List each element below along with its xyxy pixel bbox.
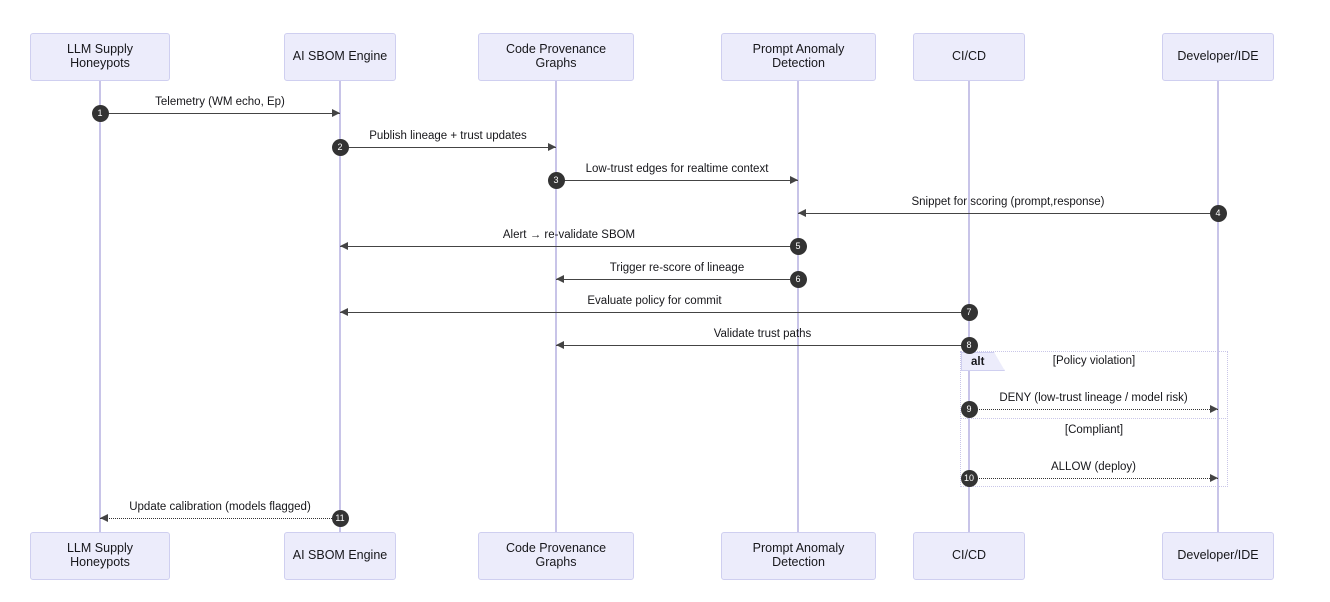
message-arrowhead-4: [798, 209, 806, 217]
lifeline-sbom: [339, 81, 341, 532]
message-label-5: Alert → re-validate SBOM: [502, 229, 636, 241]
message-line-4: [798, 213, 1218, 214]
message-arrowhead-6: [556, 275, 564, 283]
message-line-7: [340, 312, 969, 313]
participant-anomaly-bottom[interactable]: Prompt Anomaly Detection: [721, 532, 876, 580]
message-label-1: Telemetry (WM echo, Ep): [155, 96, 285, 108]
participant-cicd-top[interactable]: CI/CD: [913, 33, 1025, 81]
message-arrowhead-8: [556, 341, 564, 349]
message-line-8: [556, 345, 969, 346]
message-label-3: Low-trust edges for realtime context: [585, 163, 769, 175]
alt-condition-1: [Compliant]: [1064, 424, 1124, 436]
sequence-number-6: 6: [789, 271, 807, 288]
participant-developer-bottom[interactable]: Developer/IDE: [1162, 532, 1274, 580]
participant-provenance-top[interactable]: Code Provenance Graphs: [478, 33, 634, 81]
alt-fragment: [960, 351, 1228, 487]
message-line-3: [556, 180, 798, 181]
message-line-2: [340, 147, 556, 148]
message-line-9: [969, 409, 1218, 410]
message-label-7: Evaluate policy for commit: [587, 295, 722, 307]
message-arrowhead-5: [340, 242, 348, 250]
message-arrowhead-11: [100, 514, 108, 522]
sequence-number-1: 1: [91, 105, 109, 122]
participant-honeypots-top[interactable]: LLM Supply Honeypots: [30, 33, 170, 81]
message-arrowhead-1: [332, 109, 340, 117]
sequence-number-8: 8: [960, 337, 978, 354]
alt-branch-divider: [960, 418, 1228, 419]
sequence-number-7: 7: [960, 304, 978, 321]
message-label-2: Publish lineage + trust updates: [369, 130, 527, 142]
participant-developer-top[interactable]: Developer/IDE: [1162, 33, 1274, 81]
message-line-6: [556, 279, 798, 280]
message-arrowhead-10: [1210, 474, 1218, 482]
message-arrowhead-2: [548, 143, 556, 151]
participant-cicd-bottom[interactable]: CI/CD: [913, 532, 1025, 580]
message-label-11: Update calibration (models flagged): [129, 501, 311, 513]
message-label-6: Trigger re-score of lineage: [609, 262, 745, 274]
sequence-number-4: 4: [1209, 205, 1227, 222]
message-line-5: [340, 246, 798, 247]
message-line-1: [100, 113, 340, 114]
sequence-number-9: 9: [960, 401, 978, 418]
message-label-9: DENY (low-trust lineage / model risk): [999, 392, 1188, 404]
participant-provenance-bottom[interactable]: Code Provenance Graphs: [478, 532, 634, 580]
participant-sbom-bottom[interactable]: AI SBOM Engine: [284, 532, 396, 580]
message-arrowhead-9: [1210, 405, 1218, 413]
lifeline-developer: [1217, 81, 1219, 532]
message-arrowhead-7: [340, 308, 348, 316]
participant-anomaly-top[interactable]: Prompt Anomaly Detection: [721, 33, 876, 81]
message-line-10: [969, 478, 1218, 479]
sequence-number-5: 5: [789, 238, 807, 255]
sequence-number-10: 10: [960, 470, 978, 487]
sequence-number-2: 2: [331, 139, 349, 156]
message-label-4: Snippet for scoring (prompt,response): [911, 196, 1105, 208]
sequence-number-11: 11: [331, 510, 349, 527]
sequence-number-3: 3: [547, 172, 565, 189]
lifeline-anomaly: [797, 81, 799, 532]
message-line-11: [100, 518, 340, 519]
participant-sbom-top[interactable]: AI SBOM Engine: [284, 33, 396, 81]
message-label-8: Validate trust paths: [713, 328, 812, 340]
lifeline-provenance: [555, 81, 557, 532]
message-label-10: ALLOW (deploy): [1050, 461, 1137, 473]
participant-honeypots-bottom[interactable]: LLM Supply Honeypots: [30, 532, 170, 580]
alt-condition-0: [Policy violation]: [1052, 355, 1136, 367]
lifeline-honeypots: [99, 81, 101, 532]
message-arrowhead-3: [790, 176, 798, 184]
alt-fragment-keyword: alt: [961, 352, 1005, 371]
